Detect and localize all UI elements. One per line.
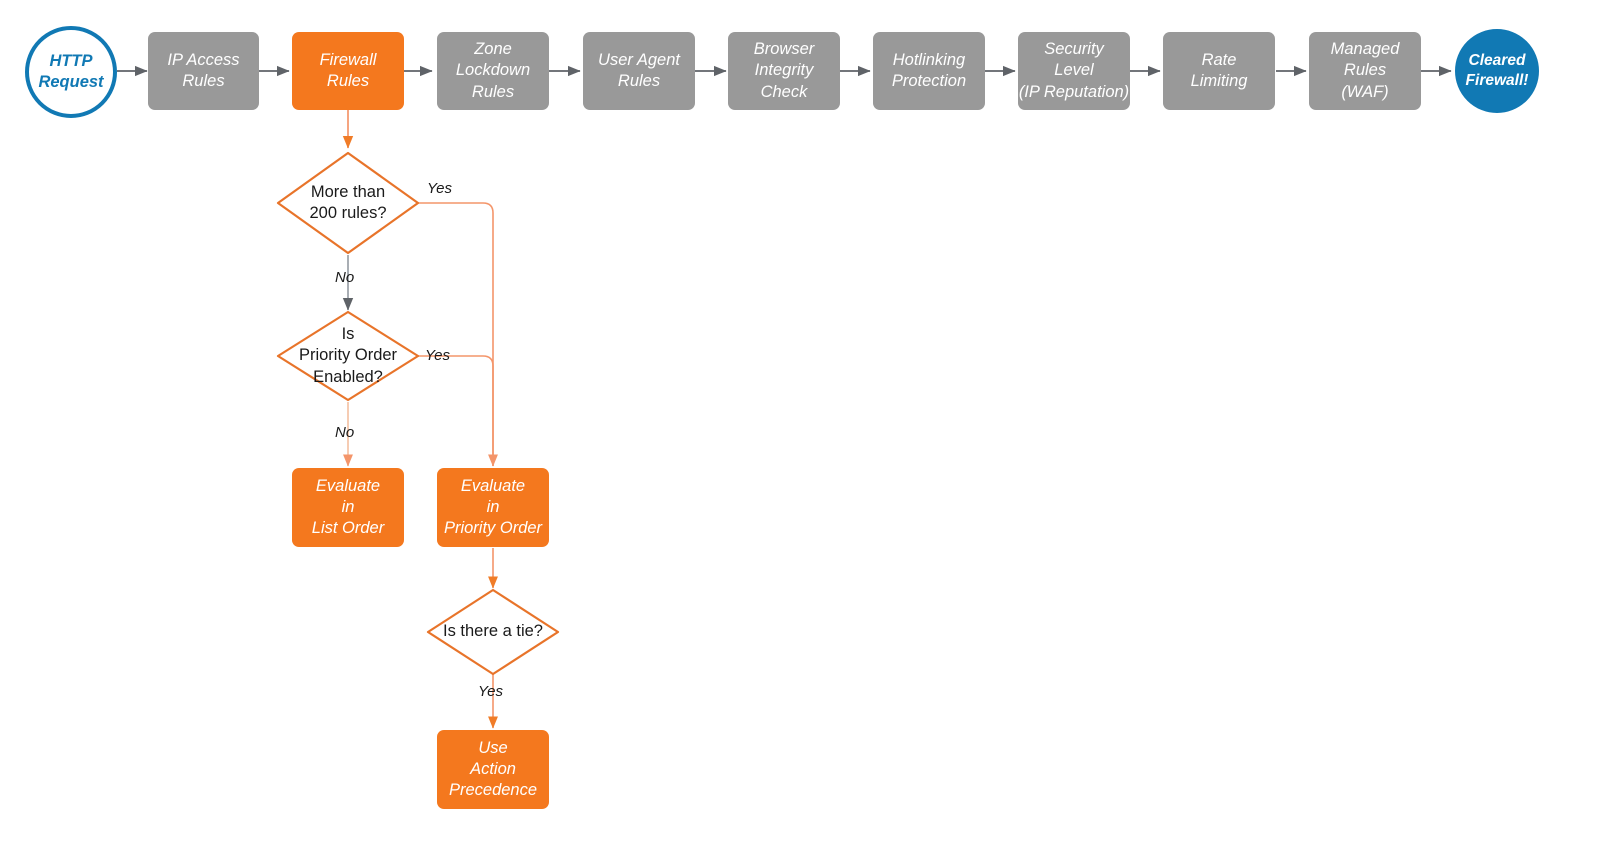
node-ip-access-rules[interactable]: IP Access Rules [148, 32, 259, 110]
edge-label-yes-priority-order: Yes [425, 347, 451, 364]
node-zone-lockdown-rules[interactable]: Zone Lockdown Rules [437, 32, 549, 110]
node-evaluate-in-priority-order[interactable]: Evaluate in Priority Order [437, 468, 549, 547]
decision-is-there-a-tie[interactable] [426, 588, 560, 676]
decision-priority-order-enabled[interactable] [276, 310, 420, 402]
node-user-agent-rules[interactable]: User Agent Rules [583, 32, 695, 110]
node-evaluate-in-list-order[interactable]: Evaluate in List Order [292, 468, 404, 547]
edge-label-yes-more-than-200: Yes [427, 180, 453, 197]
edge-label-no-more-than-200: No [335, 269, 355, 286]
node-cleared-firewall[interactable]: Cleared Firewall! [1455, 29, 1539, 113]
node-security-level[interactable]: Security Level (IP Reputation) [1018, 32, 1130, 110]
edge-d2-yes [418, 355, 494, 466]
node-managed-rules-waf[interactable]: Managed Rules (WAF) [1309, 32, 1421, 110]
edge-label-no-priority-order: No [335, 424, 355, 441]
node-browser-integrity-check[interactable]: Browser Integrity Check [728, 32, 840, 110]
node-rate-limiting[interactable]: Rate Limiting [1163, 32, 1275, 110]
decision-more-than-200-rules[interactable] [276, 151, 420, 255]
node-use-action-precedence[interactable]: Use Action Precedence [437, 730, 549, 809]
node-hotlinking-protection[interactable]: Hotlinking Protection [873, 32, 985, 110]
node-http-request[interactable]: HTTP Request [25, 26, 117, 118]
edge-d1-yes [418, 202, 498, 467]
edge-label-yes-is-there-a-tie: Yes [478, 683, 504, 700]
node-firewall-rules[interactable]: Firewall Rules [292, 32, 404, 110]
